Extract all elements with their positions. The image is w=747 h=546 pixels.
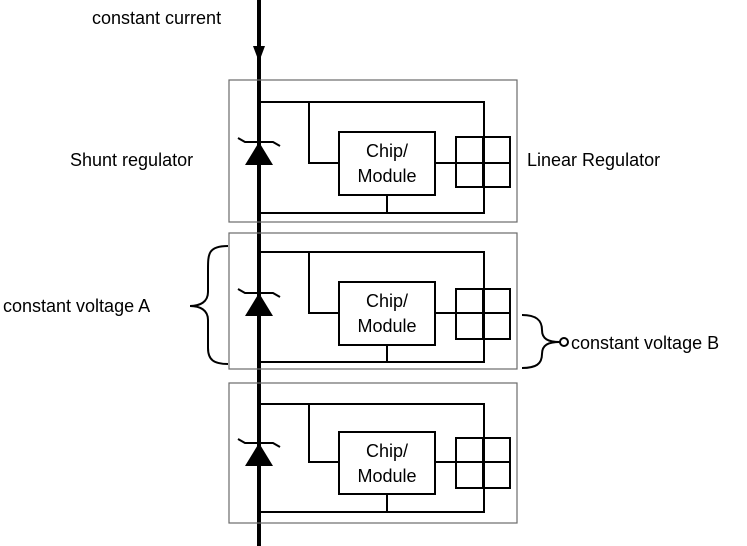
chip-label-line1: Chip/ xyxy=(366,291,408,311)
regulator-module-2: Chip/ Module xyxy=(228,232,518,370)
regulator-module-1: Chip/ Module xyxy=(228,79,518,223)
linear-regulator-label: Linear Regulator xyxy=(527,150,660,170)
module-panel-1 xyxy=(228,79,518,223)
current-arrow xyxy=(253,46,265,62)
regulator-module-3: Chip/ Module xyxy=(228,382,518,524)
zener-diode-3 xyxy=(237,438,281,466)
chip-label-line2: Module xyxy=(357,166,416,186)
constant-voltage-b-label: constant voltage B xyxy=(571,333,719,353)
zener-diode-2 xyxy=(237,288,281,316)
shunt-regulator-label: Shunt regulator xyxy=(70,150,193,170)
chip-label-line2: Module xyxy=(357,466,416,486)
zener-diode-1 xyxy=(237,137,281,165)
voltage-b-terminal xyxy=(559,337,569,347)
chip-label-line1: Chip/ xyxy=(366,141,408,161)
voltage-b-brace xyxy=(521,314,561,369)
module-panel-2 xyxy=(228,232,518,370)
chip-label-line2: Module xyxy=(357,316,416,336)
module-panel-3 xyxy=(228,382,518,524)
constant-voltage-a-label: constant voltage A xyxy=(3,296,150,316)
voltage-a-brace xyxy=(189,245,229,365)
constant-current-label: constant current xyxy=(92,8,221,28)
chip-label-line1: Chip/ xyxy=(366,441,408,461)
